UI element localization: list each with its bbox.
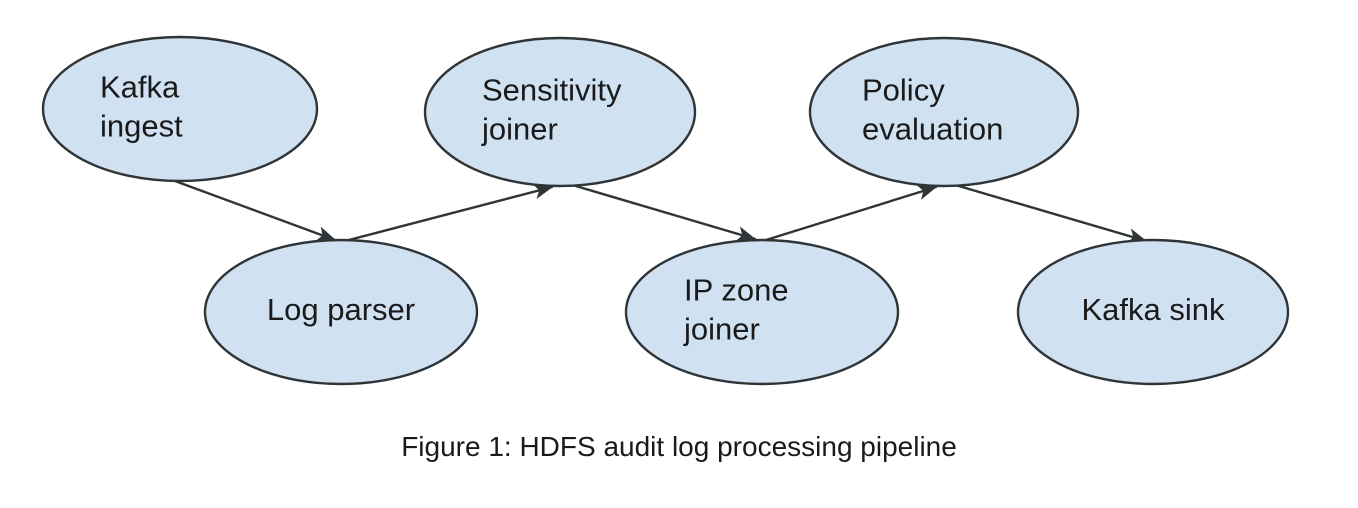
edge-sensitivity-joiner-to-ip-zone bbox=[567, 182, 757, 242]
node-shape-log-parser bbox=[203, 238, 479, 386]
node-shape-sensitivity-joiner bbox=[423, 36, 697, 188]
nodes-layer: Kafka ingest Sensitivity joiner Policy evalua… bbox=[41, 35, 1290, 386]
node-sensitivity-joiner[interactable]: Sensitivity joiner bbox=[423, 36, 697, 188]
node-label-kafka-ingest: Kafka bbox=[100, 70, 180, 105]
node-shape-ip-zone-joiner bbox=[624, 238, 900, 386]
node-label-policy-evaluation: Policy bbox=[862, 73, 945, 108]
node-kafka-sink[interactable]: Kafka sink bbox=[1016, 238, 1290, 386]
edge-ip-zone-to-policy-evaluation bbox=[764, 185, 938, 242]
node-kafka-ingest[interactable]: Kafka ingest bbox=[41, 35, 319, 183]
node-shape-kafka-sink bbox=[1016, 238, 1290, 386]
node-label-sensitivity-joiner: Sensitivity bbox=[482, 73, 622, 108]
figure-caption: Figure 1: HDFS audit log processing pipe… bbox=[401, 431, 957, 462]
node-label-ip-zone-joiner: joiner bbox=[683, 312, 760, 347]
node-ip-zone-joiner[interactable]: IP zone joiner bbox=[624, 238, 900, 386]
node-label-log-parser: Log parser bbox=[267, 292, 415, 327]
node-log-parser[interactable]: Log parser bbox=[203, 238, 479, 386]
edge-log-parser-to-sensitivity-joiner bbox=[343, 184, 554, 243]
node-label-kafka-sink: Kafka sink bbox=[1081, 292, 1225, 327]
node-label-kafka-ingest: ingest bbox=[100, 109, 183, 144]
edge-policy-evaluation-to-kafka-sink bbox=[950, 182, 1148, 244]
edge-kafka-ingest-to-log-parser bbox=[173, 179, 337, 242]
node-shape-kafka-ingest bbox=[41, 35, 319, 183]
node-policy-evaluation[interactable]: Policy evaluation bbox=[808, 36, 1080, 188]
node-label-sensitivity-joiner: joiner bbox=[481, 112, 558, 147]
edges-layer bbox=[173, 179, 1148, 244]
node-shape-policy-evaluation bbox=[808, 36, 1080, 188]
node-label-ip-zone-joiner: IP zone bbox=[684, 273, 789, 308]
node-label-policy-evaluation: evaluation bbox=[862, 112, 1003, 147]
